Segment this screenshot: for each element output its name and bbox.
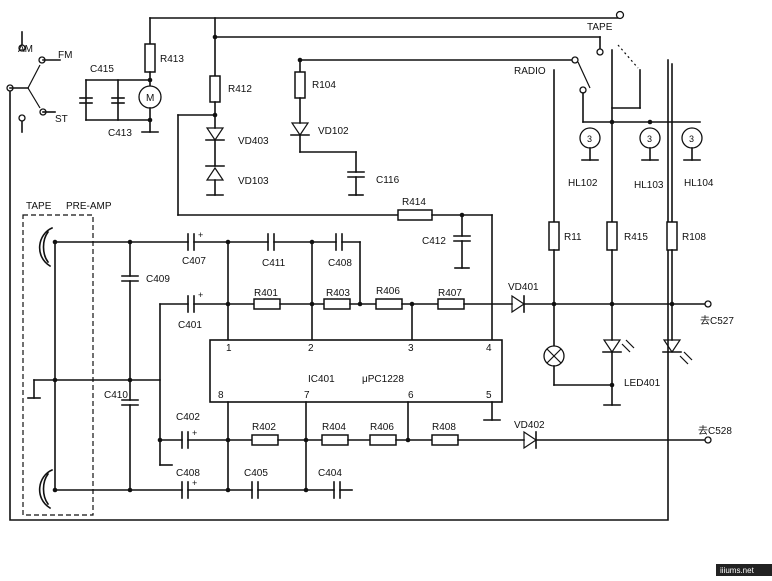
r108-label: R108 <box>682 232 706 243</box>
ic-pin-1: 1 <box>226 343 232 354</box>
c407-label: C407 <box>182 256 206 267</box>
r104-resistor <box>294 71 306 99</box>
ic-pin-6: 6 <box>408 390 414 401</box>
c404-label: C404 <box>318 468 342 479</box>
output-bottom-label: 去C528 <box>698 425 732 437</box>
ic-pin-2: 2 <box>308 343 314 354</box>
r414-branch: R414 C412 <box>177 197 493 341</box>
r413-label: R413 <box>160 54 184 65</box>
r415-resistor <box>606 221 618 251</box>
c413-label: C413 <box>108 128 132 139</box>
r407-label: R407 <box>438 288 462 299</box>
tape-preamp-block: TAPE PRE-AMP <box>22 201 161 516</box>
c408-bot-label: C408 <box>176 468 200 479</box>
output-top-label: 去C527 <box>700 315 734 327</box>
bottom-input-chain: + C408 C405 C404 C410 <box>54 379 353 499</box>
hl104-number: 3 <box>689 134 694 144</box>
c411-label: C411 <box>262 258 286 269</box>
ic-pin-5: 5 <box>486 390 492 401</box>
svg-text:+: + <box>192 428 197 438</box>
svg-text:+: + <box>198 230 203 240</box>
r406-bot-label: R406 <box>370 422 394 433</box>
indicator-section: R11 R415 LED401 R108 <box>543 221 706 406</box>
r412-label: R412 <box>228 84 252 95</box>
preamp-block-label: PRE-AMP <box>66 201 112 212</box>
r11-label: R11 <box>564 232 582 243</box>
c402-label: C402 <box>176 412 200 423</box>
top-input-chain: + C407 C411 C408 C409 <box>54 230 361 383</box>
r403-resistor <box>323 298 351 310</box>
c408-top-label: C408 <box>328 258 352 269</box>
tape-switch-label: TAPE <box>587 22 613 33</box>
c412-label: C412 <box>422 236 446 247</box>
c405-label: C405 <box>244 468 268 479</box>
ic-part-label: μPC1228 <box>362 374 404 385</box>
c410-label: C410 <box>104 390 128 401</box>
led401-label: LED401 <box>624 378 661 389</box>
vd401-label: VD401 <box>508 282 539 293</box>
radio-switch-label: RADIO <box>514 66 546 77</box>
c116-label: C116 <box>376 175 400 186</box>
svg-text:+: + <box>192 478 197 488</box>
c415-label: C415 <box>90 64 114 75</box>
r408-resistor <box>431 434 459 446</box>
ic-pin-3: 3 <box>408 343 414 354</box>
motor-section: R413 M C415 C413 <box>79 17 184 139</box>
r402-resistor <box>251 434 279 446</box>
st-label: ST <box>55 114 68 125</box>
hl102-label: HL102 <box>568 178 598 189</box>
watermark-text: iiiums.net <box>720 566 755 575</box>
fm-label: FM <box>58 50 72 61</box>
hl103-number: 3 <box>647 134 652 144</box>
r404-resistor <box>321 434 349 446</box>
ic-pin-4: 4 <box>486 343 492 354</box>
am-label: AM <box>18 44 33 55</box>
ic-pin-8: 8 <box>218 390 224 401</box>
r415-label: R415 <box>624 232 648 243</box>
r412-resistor <box>209 75 221 103</box>
r408-label: R408 <box>432 422 456 433</box>
hl104-label: HL104 <box>684 178 714 189</box>
band-switch: AM FM ST <box>6 31 72 133</box>
ic-pin-7: 7 <box>304 390 310 401</box>
r404-label: R404 <box>322 422 346 433</box>
ic-ref-label: IC401 <box>308 374 335 385</box>
bottom-resistor-row: + C402 R402 R404 R406 R408 VD402 去C528 <box>157 401 732 491</box>
tape-block-label: TAPE <box>26 201 52 212</box>
hl102-number: 3 <box>587 134 592 144</box>
r401-resistor <box>253 298 281 310</box>
vd402-label: VD402 <box>514 420 545 431</box>
r11-resistor <box>548 221 560 251</box>
c401-label: C401 <box>178 320 202 331</box>
vd403-label: VD403 <box>238 136 269 147</box>
vd103-label: VD103 <box>238 176 269 187</box>
r413-resistor <box>144 43 156 73</box>
c409-label: C409 <box>146 274 170 285</box>
watermark: iiiums.net <box>716 564 772 576</box>
r406-bot-resistor <box>369 434 397 446</box>
r401-label: R401 <box>254 288 278 299</box>
r402-label: R402 <box>252 422 276 433</box>
r104-label: R104 <box>312 80 336 91</box>
vd403-stack: R412 VD403 VD103 <box>177 17 269 216</box>
r108-resistor <box>666 221 678 251</box>
vd102-label: VD102 <box>318 126 349 137</box>
ic401-chip: 1 2 3 4 5 6 7 8 IC401 μPC1228 <box>209 339 503 421</box>
r414-label: R414 <box>402 197 426 208</box>
hl103-label: HL103 <box>634 180 664 191</box>
r406-top-resistor <box>375 298 403 310</box>
tape-radio-switch: TAPE RADIO <box>514 22 701 223</box>
r414-resistor <box>397 209 433 221</box>
lamps: 3 HL102 3 HL103 3 HL104 <box>568 119 714 191</box>
svg-text:+: + <box>198 290 203 300</box>
r407-resistor <box>437 298 465 310</box>
r406-top-label: R406 <box>376 286 400 297</box>
r403-label: R403 <box>326 288 350 299</box>
outer-frame <box>9 10 669 521</box>
vd102-stack: R104 VD102 C116 <box>214 36 601 196</box>
motor-label: M <box>146 93 154 104</box>
